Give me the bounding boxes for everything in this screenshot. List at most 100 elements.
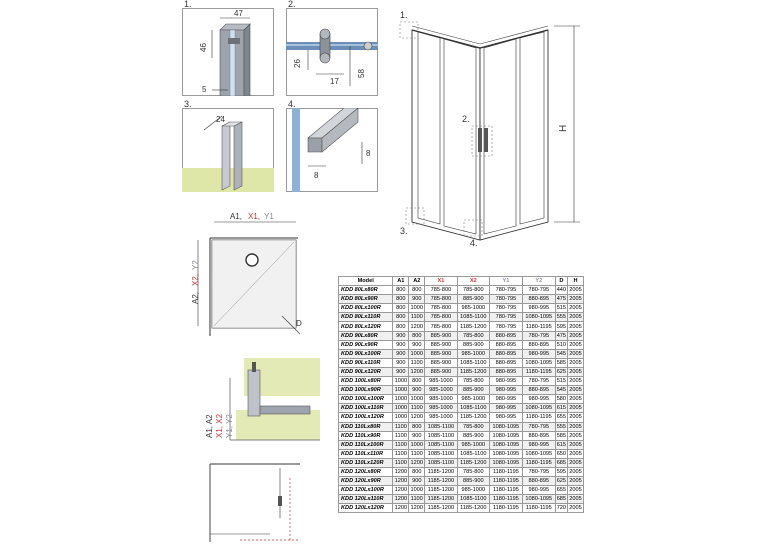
cell-x2: 1185-1200 bbox=[456, 366, 490, 378]
cell-x1: 985-1000 bbox=[424, 385, 458, 396]
cell-x1: 885-900 bbox=[424, 366, 458, 378]
cell-x2: 1185-1200 bbox=[456, 503, 490, 514]
cell-x1: 1085-1100 bbox=[424, 448, 458, 459]
cell-x1: 785-800 bbox=[424, 321, 458, 332]
detail-1-number: 1. bbox=[184, 0, 192, 9]
cell-a1: 1100 bbox=[392, 457, 410, 468]
cell-a2: 800 bbox=[408, 421, 426, 432]
cell-a2: 900 bbox=[408, 430, 426, 441]
detail-4-dim-height: 8 bbox=[366, 149, 371, 158]
cell-x2: 885-900 bbox=[456, 339, 490, 350]
cell-x2: 1185-1200 bbox=[456, 321, 490, 332]
cell-y2: 880-895 bbox=[521, 476, 556, 487]
cell-a1: 1200 bbox=[392, 476, 410, 487]
cell-x2: 785-800 bbox=[456, 466, 490, 478]
cell-y1: 1180-1195 bbox=[488, 503, 523, 514]
detail-3-dim-depth: 24 bbox=[216, 115, 225, 124]
cell-x1: 985-1000 bbox=[424, 394, 458, 405]
cell-y2: 880-895 bbox=[521, 339, 556, 350]
cell-h: 2005 bbox=[566, 457, 585, 468]
header-x2: X2 bbox=[456, 275, 490, 287]
cell-d: 615 bbox=[554, 439, 568, 450]
cell-a1: 1000 bbox=[392, 403, 410, 414]
cell-x1: 985-1000 bbox=[424, 403, 458, 414]
cell-a2: 1000 bbox=[408, 485, 426, 496]
cell-y2: 880-895 bbox=[521, 294, 556, 305]
cell-y2: 780-795 bbox=[521, 466, 556, 478]
cell-a2: 1200 bbox=[408, 503, 426, 514]
cell-y1: 880-895 bbox=[488, 339, 523, 350]
cell-d: 555 bbox=[554, 421, 568, 432]
cell-a2: 900 bbox=[408, 339, 426, 350]
table-header-row: Model A1 A2 X1 X2 Y1 Y2 D H bbox=[337, 275, 585, 287]
cell-y1: 980-995 bbox=[488, 376, 523, 387]
cell-d: 515 bbox=[554, 376, 568, 387]
plan-view-drawing: D A1, X1, Y1 A2, X2, Y2 bbox=[191, 212, 302, 336]
cell-a1: 900 bbox=[392, 357, 410, 368]
cell-d: 650 bbox=[554, 448, 568, 459]
cell-h: 2005 bbox=[566, 357, 585, 368]
cell-y2: 980-995 bbox=[521, 439, 556, 450]
cell-a2: 1000 bbox=[408, 439, 426, 450]
cell-h: 2005 bbox=[566, 285, 585, 296]
cell-d: 720 bbox=[554, 503, 568, 514]
header-y2: Y2 bbox=[521, 275, 556, 287]
cell-y1: 980-995 bbox=[488, 385, 523, 396]
cell-a2: 1100 bbox=[408, 357, 426, 368]
cell-model: KDD 100Lx80R bbox=[337, 376, 394, 387]
cell-h: 2005 bbox=[566, 466, 585, 478]
cell-x2: 1085-1100 bbox=[456, 357, 490, 368]
cell-y1: 880-895 bbox=[488, 348, 523, 359]
enclosure-drawing-panel: H 1. 2. 3. 4. bbox=[398, 8, 588, 248]
cell-a1: 1000 bbox=[392, 376, 410, 387]
cell-y1: 1080-1095 bbox=[488, 430, 523, 441]
cell-d: 595 bbox=[554, 321, 568, 332]
detail-2-dim-depth: 26 bbox=[293, 59, 302, 68]
cell-d: 475 bbox=[554, 294, 568, 305]
cell-h: 2005 bbox=[566, 330, 585, 341]
cell-x1: 1185-1200 bbox=[424, 494, 458, 505]
cell-x2: 985-1000 bbox=[456, 439, 490, 450]
cell-x2: 1085-1100 bbox=[456, 494, 490, 505]
cell-h: 2005 bbox=[566, 403, 585, 414]
cell-y2: 880-895 bbox=[521, 385, 556, 396]
section-x-label: X1, X2 bbox=[215, 413, 224, 438]
plan-side-a-label: A2, bbox=[191, 292, 200, 304]
cell-a1: 900 bbox=[392, 348, 410, 359]
cell-a2: 1100 bbox=[408, 403, 426, 414]
cell-d: 475 bbox=[554, 330, 568, 341]
cell-a1: 1100 bbox=[392, 439, 410, 450]
detail-3-number: 3. bbox=[184, 99, 192, 109]
cell-y1: 780-795 bbox=[488, 312, 523, 323]
cell-a1: 1000 bbox=[392, 394, 410, 405]
detail-2-dim-width: 17 bbox=[330, 77, 339, 86]
cell-a1: 1200 bbox=[392, 485, 410, 496]
cell-x2: 1085-1100 bbox=[456, 403, 490, 414]
plan-diagonal-label: D bbox=[296, 319, 302, 328]
cell-a1: 800 bbox=[392, 303, 410, 314]
cell-d: 515 bbox=[554, 303, 568, 314]
section-view-panel: A1, A2 X1, X2 Y1, Y2 bbox=[196, 348, 320, 448]
cell-y1: 1080-1095 bbox=[488, 439, 523, 450]
cell-y2: 880-895 bbox=[521, 430, 556, 441]
cell-y1: 980-995 bbox=[488, 412, 523, 423]
cell-model: KDD 90Lx90R bbox=[337, 339, 394, 350]
cell-y1: 880-895 bbox=[488, 330, 523, 341]
detail-4-panel: 8 8 4. bbox=[286, 99, 378, 192]
header-d: D bbox=[554, 275, 568, 287]
cell-y2: 780-795 bbox=[521, 285, 556, 296]
cell-y2: 980-995 bbox=[521, 348, 556, 359]
corner-detail-drawing bbox=[209, 463, 300, 542]
cell-h: 2005 bbox=[566, 503, 585, 514]
